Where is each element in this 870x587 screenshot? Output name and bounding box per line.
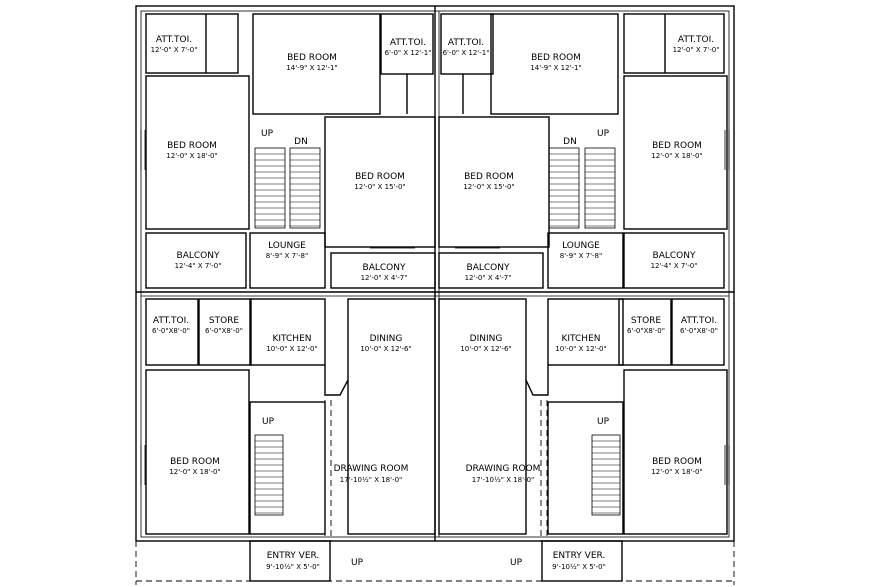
room-name: STORE	[209, 316, 240, 326]
staircases	[254, 147, 621, 516]
room-dim: 9'-10½" X 5'-0"	[552, 563, 606, 571]
room-name: BED ROOM	[287, 53, 337, 63]
room-name: BALCONY	[467, 263, 510, 273]
room-name: DRAWING ROOM	[466, 464, 541, 474]
room-name: LOUNGE	[562, 241, 600, 251]
room-name: STORE	[631, 316, 662, 326]
room-dim: 12'-0" X 18'-0"	[169, 468, 220, 476]
room-name: BED ROOM	[531, 53, 581, 63]
room-dim: 12'-0" X 4'-7"	[465, 274, 512, 282]
room-name: ENTRY VER.	[267, 551, 320, 561]
room-dim: 14'-9" X 12'-1"	[530, 64, 581, 72]
room-name: BALCONY	[363, 263, 406, 273]
room-dim: 8'-9" X 7'-8"	[560, 252, 602, 260]
room-dim: 6'-0" X 12'-1"	[443, 49, 490, 57]
room-dim: 14'-9" X 12'-1"	[286, 64, 337, 72]
room-name: BALCONY	[177, 251, 220, 261]
stair-label: UP	[351, 558, 364, 568]
room-dim: 17'-10½" X 18'-0"	[340, 476, 403, 484]
stair-treads	[255, 153, 620, 514]
stair-label: UP	[597, 417, 610, 427]
room-dim: 10'-0" X 12'-6"	[360, 345, 411, 353]
room-dim: 12'-0" X 18'-0"	[651, 152, 702, 160]
room-dim: 12'-0" X 15'-0"	[463, 183, 514, 191]
room-dim: 12'-0" X 15'-0"	[354, 183, 405, 191]
windows	[140, 130, 730, 485]
room-dim: 6'-0"X8'-0"	[152, 327, 190, 335]
room-name: ATT.TOI.	[390, 38, 426, 48]
room-dim: 12'-0" X 18'-0"	[651, 468, 702, 476]
room-dim: 10'-0" X 12'-0"	[555, 345, 606, 353]
room-dim: 12'-4" X 7'-0"	[175, 262, 222, 270]
room-dim: 10'-0" X 12'-6"	[460, 345, 511, 353]
room-name: LOUNGE	[268, 241, 306, 251]
stair-label: DN	[563, 137, 577, 147]
stair-label: UP	[510, 558, 523, 568]
stair-label: DN	[294, 137, 308, 147]
room-dim: 12'-0" X 7'-0"	[673, 46, 720, 54]
room-dim: 17'-10½" X 18'-0"	[472, 476, 535, 484]
room-dim: 6'-0"X8'-0"	[205, 327, 243, 335]
room-dim: 6'-0"X8'-0"	[627, 327, 665, 335]
room-name: ATT.TOI.	[156, 35, 192, 45]
room-name: BALCONY	[653, 251, 696, 261]
room-name: KITCHEN	[273, 334, 312, 344]
room-dim: 10'-0" X 12'-0"	[266, 345, 317, 353]
dashed-lines	[135, 400, 735, 585]
room-name: DINING	[370, 334, 403, 344]
room-dim: 12'-4" X 7'-0"	[651, 262, 698, 270]
room-dim: 12'-0" X 18'-0"	[166, 152, 217, 160]
room-dim: 12'-0" X 7'-0"	[151, 46, 198, 54]
stair-label: UP	[261, 129, 274, 139]
room-dim: 8'-9" X 7'-8"	[266, 252, 308, 260]
room-dim: 9'-10½" X 5'-0"	[266, 563, 320, 571]
stair-label: UP	[597, 129, 610, 139]
room-name: KITCHEN	[562, 334, 601, 344]
room-dim: 12'-0" X 4'-7"	[361, 274, 408, 282]
room-name: ATT.TOI.	[153, 316, 189, 326]
room-name: DRAWING ROOM	[334, 464, 409, 474]
room-dim: 6'-0" X 12'-1"	[385, 49, 432, 57]
room-name: BED ROOM	[170, 457, 220, 467]
room-name: ATT.TOI.	[448, 38, 484, 48]
walls	[135, 5, 735, 582]
room-name: ATT.TOI.	[678, 35, 714, 45]
room-name: BED ROOM	[652, 141, 702, 151]
room-name: BED ROOM	[167, 141, 217, 151]
room-name: BED ROOM	[355, 172, 405, 182]
room-name: BED ROOM	[652, 457, 702, 467]
room-name: DINING	[470, 334, 503, 344]
room-name: ATT.TOI.	[681, 316, 717, 326]
room-name: ENTRY VER.	[553, 551, 606, 561]
room-name: BED ROOM	[464, 172, 514, 182]
room-dim: 6'-0"X8'-0"	[680, 327, 718, 335]
room-labels: ATT.TOI. 12'-0" X 7'-0" BED ROOM 14'-9" …	[151, 35, 720, 571]
stair-labels: UP DN DN UP UP UP UP UP	[261, 129, 610, 568]
stair-label: UP	[262, 417, 275, 427]
